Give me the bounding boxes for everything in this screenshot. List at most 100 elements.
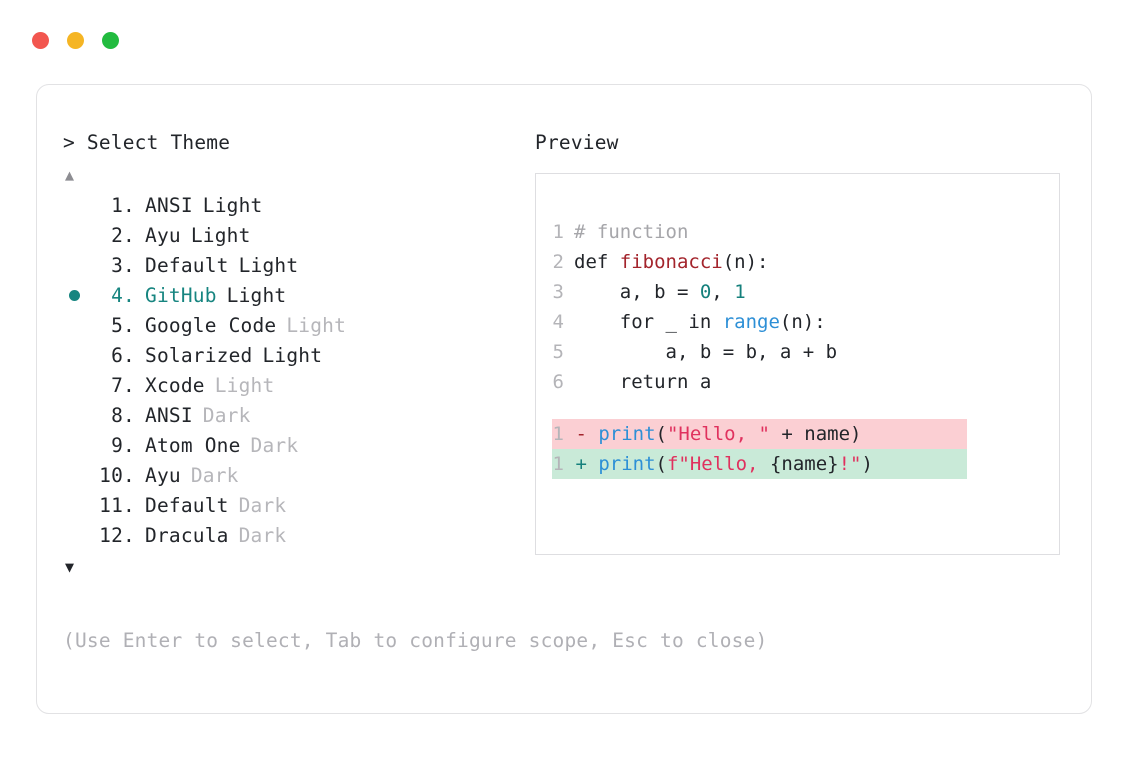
page-title: > Select Theme	[63, 133, 523, 153]
theme-item-mode: Light	[238, 253, 299, 277]
theme-item-index: 5.	[99, 313, 135, 337]
theme-item-mode: Dark	[202, 403, 251, 427]
theme-item-index: 7.	[99, 373, 135, 397]
theme-item-name: Xcode	[145, 373, 205, 397]
code-token: (	[655, 422, 667, 445]
diff-sign: +	[564, 452, 599, 475]
diff-line-del: 1 - print("Hello, " + name)	[552, 418, 967, 449]
theme-item-index: 9.	[99, 433, 135, 457]
code-line-content: return a	[564, 370, 712, 393]
theme-item-mode: Light	[190, 223, 251, 247]
code-token: (	[655, 452, 667, 475]
theme-item-mode: Light	[202, 193, 263, 217]
code-token: {name}	[769, 452, 839, 475]
code-line: 5 a, b = b, a + b	[552, 337, 967, 367]
theme-item-index: 4.	[99, 283, 135, 307]
code-token: a, b = b, a + b	[574, 340, 838, 363]
code-token: + name)	[769, 422, 862, 445]
diff-sign: -	[564, 422, 599, 445]
selected-bullet-icon	[69, 289, 80, 301]
code-line: 6 return a	[552, 367, 967, 397]
code-line: 3 a, b = 0, 1	[552, 277, 967, 307]
theme-list-item[interactable]: 7. Xcode Light	[63, 374, 523, 404]
theme-item-name: Ayu	[145, 223, 181, 247]
diff-line-number: 1	[552, 422, 564, 445]
prompt-title: Select Theme	[86, 131, 231, 154]
code-line-number: 2	[552, 250, 564, 273]
scroll-down-icon[interactable]: ▼	[65, 557, 75, 576]
theme-item-name: Atom One	[145, 433, 241, 457]
code-line: 1# function	[552, 217, 967, 247]
theme-item-name: Default	[145, 253, 229, 277]
code-token: range	[722, 310, 780, 333]
theme-item-name: ANSI	[145, 193, 193, 217]
code-line-number: 5	[552, 340, 564, 363]
theme-item-name: Dracula	[145, 523, 229, 547]
scroll-up-icon[interactable]: ▲	[65, 165, 75, 184]
code-token: 0	[699, 280, 712, 303]
code-token: print	[598, 422, 656, 445]
diff-line-number: 1	[552, 452, 564, 475]
theme-list-item[interactable]: 4. GitHub Light	[63, 284, 523, 314]
theme-item-index: 3.	[99, 253, 135, 277]
code-token: a, b =	[574, 280, 700, 303]
code-token: ,	[711, 280, 735, 303]
code-token: (n):	[779, 310, 826, 333]
code-token: # function	[574, 220, 689, 243]
theme-list-item[interactable]: 5. Google Code Light	[63, 314, 523, 344]
theme-item-index: 6.	[99, 343, 135, 367]
theme-list-item[interactable]: 11. Default Dark	[63, 494, 523, 524]
close-window-button[interactable]	[32, 32, 49, 49]
code-token: 1	[734, 280, 746, 303]
theme-item-index: 2.	[99, 223, 135, 247]
code-line-number: 4	[552, 310, 564, 333]
code-token: )	[861, 452, 873, 475]
theme-item-name: GitHub	[145, 283, 217, 307]
theme-item-mode: Light	[286, 313, 347, 337]
theme-list-item[interactable]: 1. ANSI Light	[63, 194, 523, 224]
code-line-number: 3	[552, 280, 564, 303]
diff-line-add: 1 + print(f"Hello, {name}!")	[552, 448, 967, 479]
theme-item-mode: Dark	[238, 493, 287, 517]
theme-item-index: 11.	[99, 493, 135, 517]
theme-list-item[interactable]: 9. Atom One Dark	[63, 434, 523, 464]
code-token: (n):	[722, 250, 769, 273]
code-line-content: def fibonacci(n):	[564, 251, 768, 273]
theme-item-index: 1.	[99, 193, 135, 217]
code-token: return a	[574, 370, 712, 393]
theme-item-mode: Dark	[190, 463, 239, 487]
code-line-content: for _ in range(n):	[564, 311, 826, 333]
code-line-content: a, b = b, a + b	[564, 340, 838, 363]
theme-item-index: 10.	[99, 463, 135, 487]
theme-item-mode: Dark	[250, 433, 299, 457]
theme-item-name: Default	[145, 493, 229, 517]
theme-item-mode: Light	[214, 373, 275, 397]
code-token: fibonacci	[619, 250, 723, 273]
maximize-window-button[interactable]	[102, 32, 119, 49]
theme-item-name: Google Code	[145, 313, 277, 337]
window-traffic-lights	[32, 32, 119, 49]
theme-item-name: ANSI	[145, 403, 193, 427]
prompt-marker: >	[63, 131, 75, 154]
code-token: f"Hello,	[666, 452, 770, 475]
code-token: for _ in	[574, 310, 723, 333]
minimize-window-button[interactable]	[67, 32, 84, 49]
theme-item-mode: Light	[226, 283, 287, 307]
code-token: def	[574, 250, 620, 273]
code-token: print	[598, 452, 656, 475]
preview-title: Preview	[535, 131, 619, 154]
theme-list-item[interactable]: 2. Ayu Light	[63, 224, 523, 254]
code-token: !"	[838, 452, 862, 475]
code-line-content: # function	[564, 221, 688, 243]
theme-list-item[interactable]: 3. Default Light	[63, 254, 523, 284]
